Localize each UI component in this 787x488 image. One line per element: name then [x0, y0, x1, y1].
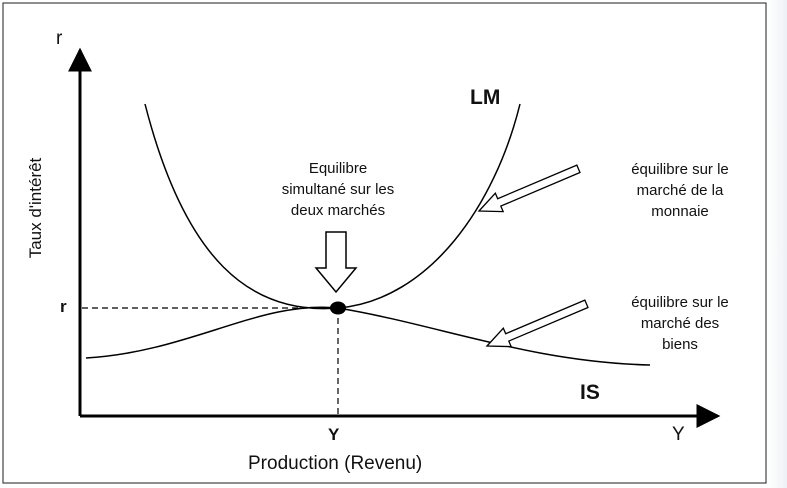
- is-curve-label: IS: [580, 381, 600, 404]
- is-note-line: biens: [662, 336, 698, 353]
- equilibrium-arrow: [314, 231, 358, 294]
- lm-note-line: monnaie: [651, 203, 709, 220]
- diagram-frame: [2, 2, 767, 484]
- x-axis-title: Production (Revenu): [248, 453, 423, 474]
- equilibrium-y-label: Y: [328, 425, 340, 444]
- lm-note-line: marché de la: [636, 182, 724, 199]
- lm-note-arrow: [477, 164, 581, 213]
- equilibrium-note-line: simultané sur les: [281, 181, 395, 198]
- equilibrium-note: Equilibre simultané sur les deux marchés: [263, 158, 413, 221]
- equilibrium-point: [330, 301, 346, 315]
- lm-curve-label: LM: [470, 86, 501, 109]
- is-note: équilibre sur le marché des biens: [600, 292, 760, 355]
- equilibrium-note-line: deux marchés: [290, 202, 386, 219]
- lm-note-line: équilibre sur le: [631, 161, 729, 178]
- equilibrium-note-line: Equilibre: [308, 160, 368, 177]
- x-axis-symbol: Y: [672, 424, 685, 445]
- is-note-line: marché des: [640, 315, 720, 332]
- lm-note: équilibre sur le marché de la monnaie: [600, 159, 760, 222]
- is-note-line: équilibre sur le: [631, 294, 729, 311]
- y-axis-title: Taux d'intérêt: [26, 157, 45, 259]
- y-axis-symbol: r: [56, 28, 63, 49]
- is-note-arrow: [485, 299, 589, 348]
- equilibrium-r-label: r: [60, 297, 67, 316]
